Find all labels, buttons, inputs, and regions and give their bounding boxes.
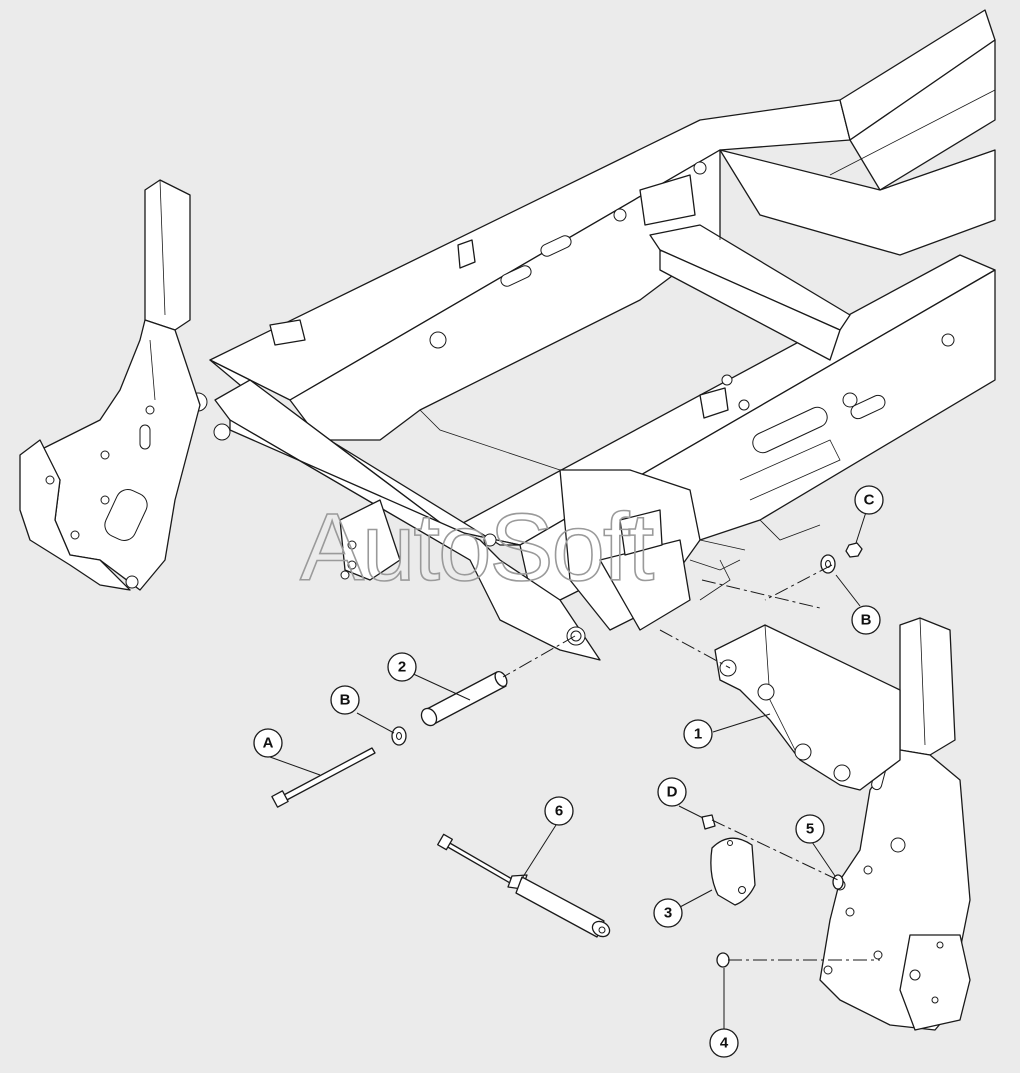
nut-c xyxy=(845,542,863,558)
callout-d: D xyxy=(657,777,687,807)
callout-6-label: 6 xyxy=(555,803,563,820)
chassis-frame xyxy=(188,9,996,661)
part-a-long-bolt xyxy=(271,747,376,808)
callout-4-label: 4 xyxy=(720,1035,729,1052)
callout-1-label: 1 xyxy=(694,726,702,743)
callout-2: 2 xyxy=(387,652,417,682)
callout-d-label: D xyxy=(667,784,678,801)
callout-3: 3 xyxy=(653,898,683,928)
callout-5: 5 xyxy=(795,814,825,844)
callout-c: C xyxy=(854,485,884,515)
callout-1: 1 xyxy=(683,719,713,749)
callout-2-label: 2 xyxy=(398,659,406,676)
plug-4 xyxy=(716,952,730,968)
callout-c-label: C xyxy=(864,492,875,509)
callout-a: A xyxy=(253,728,283,758)
washer-b-right xyxy=(820,554,836,574)
callout-b-left-label: B xyxy=(340,692,351,709)
washer-5 xyxy=(832,874,844,890)
assembly-centerlines xyxy=(502,564,880,961)
callout-b-left: B xyxy=(330,685,360,715)
callout-b-right: B xyxy=(851,605,881,635)
callout-5-label: 5 xyxy=(806,821,814,838)
part-6-shock-absorber xyxy=(437,833,611,938)
callout-6: 6 xyxy=(544,796,574,826)
watermark-text: AutoSoft xyxy=(300,494,654,601)
callout-leaders xyxy=(269,511,867,1030)
callout-b-right-label: B xyxy=(861,612,872,629)
screw-d xyxy=(701,814,716,830)
callout-4: 4 xyxy=(709,1028,739,1058)
callout-3-label: 3 xyxy=(664,905,672,922)
part-1-mount-bracket xyxy=(714,624,901,791)
part-2-spacer-tube xyxy=(420,670,508,727)
washer-b-left xyxy=(391,726,407,746)
left-support-bracket xyxy=(19,179,201,591)
part-3-cover-plate xyxy=(710,837,756,906)
callout-a-label: A xyxy=(263,735,274,752)
